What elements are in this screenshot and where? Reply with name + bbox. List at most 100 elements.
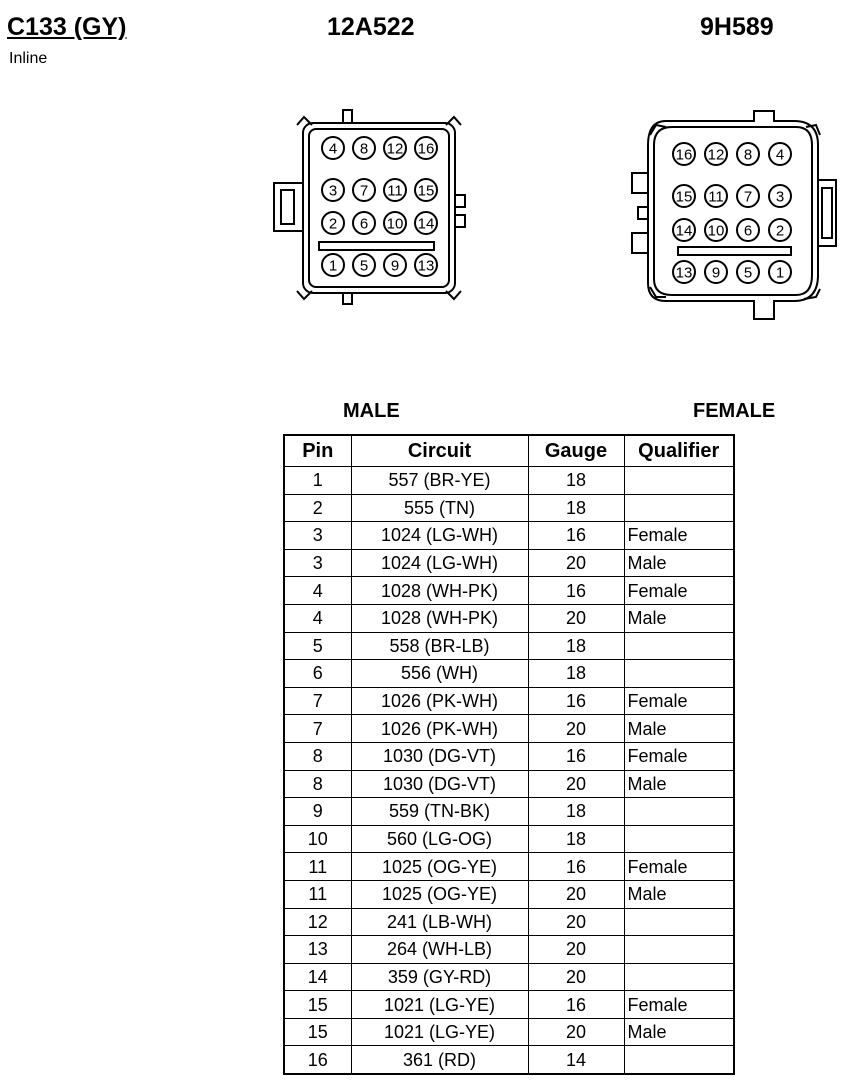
- circuit-cell: 1026 (PK-WH): [350, 686, 529, 716]
- gauge-cell: 16: [527, 576, 625, 605]
- pin-cell: 2: [283, 493, 352, 523]
- gauge-cell: 16: [527, 990, 625, 1019]
- qualifier-cell: [623, 493, 735, 523]
- gauge-cell: 18: [527, 824, 625, 854]
- circuit-cell: 1028 (WH-PK): [350, 603, 529, 633]
- gauge-cell: 20: [527, 962, 625, 992]
- qualifier-cell: Female: [623, 686, 735, 716]
- pin-circle: [672, 184, 696, 208]
- pin-number: 5: [744, 265, 752, 282]
- pin-circle: [352, 136, 376, 160]
- pin-number: 3: [776, 189, 784, 206]
- pin-number: 15: [418, 183, 435, 200]
- pin-number: 8: [744, 147, 752, 164]
- circuit-cell: 1021 (LG-YE): [350, 990, 529, 1019]
- circuit-cell: 1024 (LG-WH): [350, 548, 529, 578]
- pin-circle: [736, 142, 760, 166]
- qualifier-cell: [623, 962, 735, 992]
- table-header-row: Pin Circuit Gauge Qualifier: [283, 434, 735, 467]
- gauge-cell: 16: [527, 852, 625, 881]
- pin-number: 6: [360, 216, 368, 233]
- circuit-cell: 1026 (PK-WH): [350, 714, 529, 743]
- qualifier-cell: Female: [623, 990, 735, 1019]
- pin-circle: [704, 218, 728, 242]
- gauge-cell: 16: [527, 686, 625, 716]
- pin-number: 4: [776, 147, 784, 164]
- pin-number: 13: [676, 265, 693, 282]
- gauge-cell: 16: [527, 741, 625, 771]
- pin-cell: 5: [283, 631, 352, 661]
- pin-cell: 13: [283, 935, 352, 964]
- pin-cell: 11: [283, 852, 352, 881]
- pin-cell: 8: [283, 741, 352, 771]
- gauge-cell: 20: [527, 548, 625, 578]
- gauge-cell: 18: [527, 659, 625, 688]
- gauge-cell: 20: [527, 907, 625, 937]
- qualifier-cell: Male: [623, 714, 735, 743]
- connector-type: Inline: [9, 50, 48, 67]
- qualifier-cell: Female: [623, 521, 735, 550]
- qualifier-cell: [623, 659, 735, 688]
- header-gauge: Gauge: [527, 434, 625, 467]
- pin-circle: [383, 136, 407, 160]
- qualifier-cell: Male: [623, 769, 735, 799]
- circuit-cell: 1030 (DG-VT): [350, 769, 529, 799]
- female-label: FEMALE: [693, 400, 776, 422]
- pin-cell: 14: [283, 962, 352, 992]
- circuit-cell: 1025 (OG-YE): [350, 852, 529, 881]
- pin-circle: [383, 178, 407, 202]
- qualifier-cell: [623, 631, 735, 661]
- pin-cell: 15: [283, 990, 352, 1019]
- gauge-cell: 20: [527, 935, 625, 964]
- pin-number: 10: [708, 223, 725, 240]
- circuit-cell: 555 (TN): [350, 493, 529, 523]
- gauge-cell: 20: [527, 769, 625, 799]
- qualifier-cell: Male: [623, 548, 735, 578]
- pin-circle: [736, 260, 760, 284]
- pin-circle: [321, 136, 345, 160]
- pin-number: 7: [744, 189, 752, 206]
- circuit-cell: 359 (GY-RD): [350, 962, 529, 992]
- pin-circle: [768, 142, 792, 166]
- pin-cell: 12: [283, 907, 352, 937]
- pin-circle: [321, 211, 345, 235]
- circuit-cell: 1021 (LG-YE): [350, 1017, 529, 1047]
- male-part-number: 12A522: [327, 13, 415, 41]
- pin-number: 12: [708, 147, 725, 164]
- circuit-cell: 264 (WH-LB): [350, 935, 529, 964]
- pin-number: 8: [360, 141, 368, 158]
- pin-number: 15: [676, 189, 693, 206]
- gauge-cell: 18: [527, 797, 625, 826]
- gauge-cell: 18: [527, 631, 625, 661]
- qualifier-cell: Male: [623, 1017, 735, 1047]
- header-circuit: Circuit: [350, 434, 529, 467]
- pin-number: 13: [418, 258, 435, 275]
- pin-number: 2: [776, 223, 784, 240]
- pin-number: 1: [329, 258, 337, 275]
- pin-cell: 7: [283, 686, 352, 716]
- pin-circle: [672, 218, 696, 242]
- pin-number: 6: [744, 223, 752, 240]
- male-label: MALE: [343, 400, 400, 422]
- pin-number: 7: [360, 183, 368, 200]
- gauge-cell: 20: [527, 1017, 625, 1047]
- pin-number: 9: [391, 258, 399, 275]
- circuit-cell: 1024 (LG-WH): [350, 521, 529, 550]
- pin-number: 4: [329, 141, 337, 158]
- circuit-cell: 560 (LG-OG): [350, 824, 529, 854]
- pin-circle: [352, 211, 376, 235]
- pin-circle: [414, 136, 438, 160]
- pin-cell: 9: [283, 797, 352, 826]
